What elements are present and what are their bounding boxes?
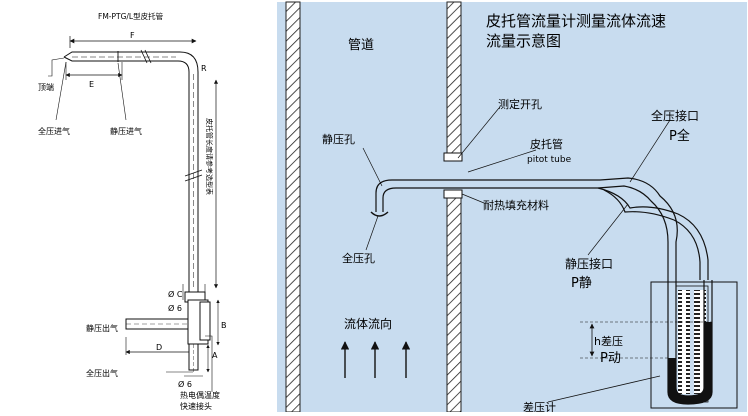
total-inlet-leader: [55, 61, 67, 121]
static-port-label: 静压接口: [565, 256, 613, 271]
left-technical-drawing: FM-PTG/L型皮托管 F R 皮托管长度请参考选型表 E 顶端 全: [38, 11, 227, 411]
dim-6-top-label: Ø 6: [168, 303, 182, 313]
filler-label: 耐热填充材料: [483, 198, 549, 212]
total-port-leader: [629, 119, 671, 183]
p-dynamic-label: P动: [600, 351, 621, 366]
pitot-tube-cn: 皮托管: [530, 137, 563, 151]
dim-f-label: F: [130, 31, 135, 40]
thermocouple-line2: 快速接头: [180, 401, 212, 411]
total-port-label: 全压接口: [651, 108, 699, 123]
break-mark-2: [144, 49, 152, 64]
pipe-right-wall-lower: [446, 196, 462, 413]
right-title-line1: 皮托管流量计测量流体流速: [486, 12, 666, 30]
manometer-frame: [650, 281, 738, 409]
filler-block-bottom: [443, 189, 463, 199]
thermocouple-leader: [205, 335, 213, 392]
static-line-inner: [603, 189, 701, 280]
pipe-right-wall-upper: [446, 1, 462, 156]
static-inlet-label: 静压进气: [110, 126, 142, 136]
manometer-leader: [547, 375, 661, 403]
pitot-tube-inner: [382, 187, 598, 212]
static-hole-label: 静压孔: [322, 132, 355, 146]
right-panel-background: [277, 2, 747, 412]
dim-6-bottom-label: Ø 6: [178, 379, 192, 389]
total-outlet-label: 全压出气: [86, 368, 118, 378]
pitot-tube-en: pitot tube: [527, 155, 572, 165]
filler-leader: [461, 193, 485, 204]
static-line-outer: [597, 187, 709, 280]
dim-r-label: R: [201, 64, 207, 73]
h-diff-label: h差压: [594, 334, 623, 348]
stem-break-1: [184, 169, 203, 177]
total-inlet-label: 全压进气: [38, 126, 70, 136]
probe-bottom-edge: [63, 56, 178, 62]
manometer-label: 差压计: [523, 400, 556, 412]
measuring-hole-label: 测定开孔: [498, 97, 542, 111]
dim-d-label: D: [156, 343, 162, 352]
flow-direction-label: 流体流向: [344, 316, 392, 331]
pipe-label: 管道: [348, 38, 374, 53]
dim-a-label: A: [212, 351, 218, 360]
manometer-scale-right: [694, 290, 706, 394]
break-mark-1: [140, 49, 148, 64]
dim-e-label: E: [89, 80, 94, 89]
left-figure-title: FM-PTG/L型皮托管: [98, 11, 164, 21]
measuring-hole-leader: [457, 107, 500, 159]
pitot-tube-outer: [375, 179, 600, 212]
static-inlet-leader: [117, 62, 127, 121]
stem-break-2: [184, 174, 203, 182]
vertical-note: 皮托管长度请参考选型表: [205, 118, 214, 195]
tip-label: 顶端: [38, 82, 54, 92]
right-title-line2: 流量示意图: [486, 32, 561, 50]
static-port-leader: [587, 203, 629, 256]
fitting-side-block: [199, 301, 211, 341]
static-hole-leader: [362, 147, 383, 187]
total-line-inner: [597, 185, 669, 265]
pitot-tube-leader: [467, 149, 537, 173]
filler-block-top: [443, 152, 463, 162]
total-hole-leader: [365, 215, 379, 251]
thermocouple-line1: 热电偶温度: [180, 390, 220, 400]
p-total-label: P全: [669, 128, 690, 144]
manometer-scale-left: [678, 290, 690, 394]
right-flow-diagram: 皮托管流量计测量流体流速 流量示意图 管道 测定开孔 静压孔 皮托管 pitot…: [277, 1, 747, 414]
manometer-liquid: [668, 322, 712, 404]
total-hole-label: 全压孔: [342, 251, 375, 265]
bend-outer: [179, 51, 199, 73]
tip-leader: [48, 57, 65, 77]
dim-c-label: Ø C: [168, 289, 183, 299]
total-line-outer: [599, 177, 678, 265]
bend-inner: [177, 60, 190, 73]
total-pressure-hole-tip: [370, 211, 389, 217]
probe-top-edge: [63, 51, 180, 58]
p-static-label: P静: [571, 276, 592, 291]
dim-b-label: B: [221, 321, 227, 330]
pipe-left-wall: [285, 1, 301, 413]
static-outlet-label: 静压出气: [86, 323, 118, 333]
